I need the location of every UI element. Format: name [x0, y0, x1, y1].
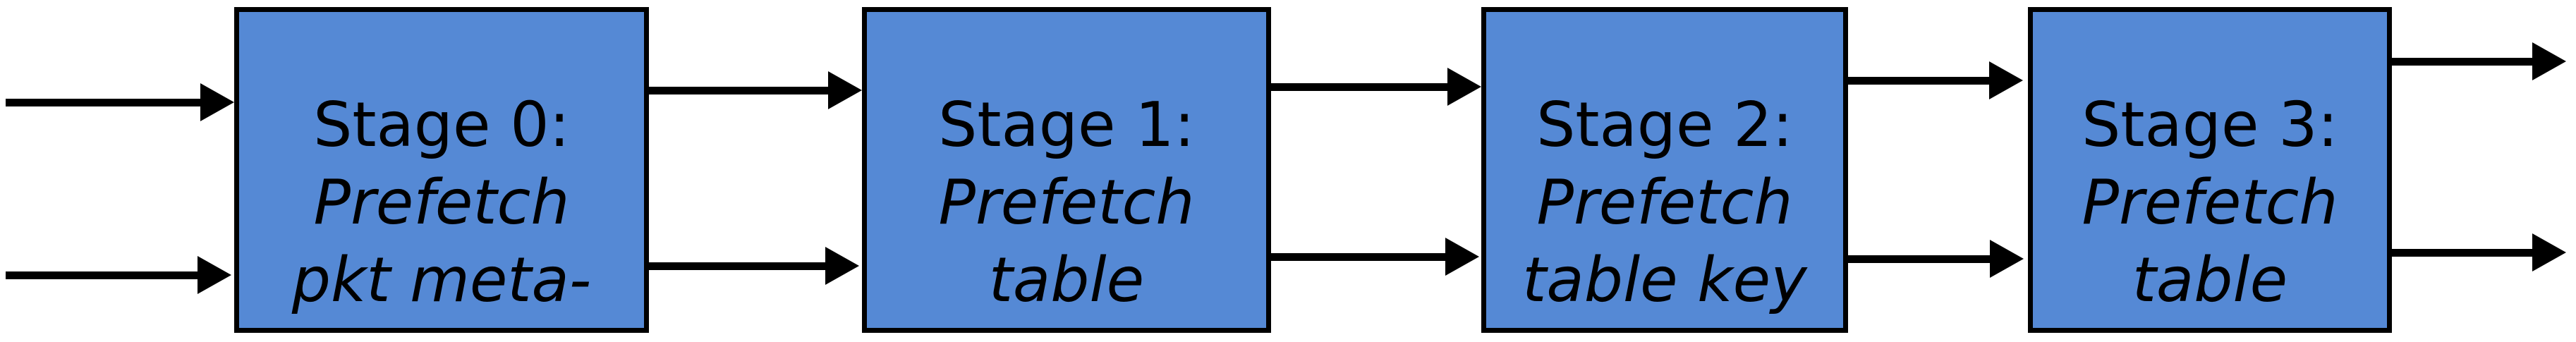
stage-0-subtitle-line1: Prefetch: [313, 166, 570, 238]
stage-2-subtitle-line2: table key: [1522, 244, 1807, 316]
arrow-shaft: [1847, 77, 1995, 85]
output-arrow-bottom-icon: [2391, 233, 2566, 271]
stage-1-subtitle-line2: table: [988, 244, 1145, 316]
stage-0-title: Stage 0:: [313, 89, 570, 161]
stage-3-subtitle-line1: Prefetch: [2082, 166, 2338, 238]
stage-0-label: Stage 0: Prefetch pkt meta-: [239, 12, 644, 319]
stage2-to-stage3-arrow-bottom-icon: [1847, 240, 2024, 278]
arrowhead-icon: [828, 71, 862, 109]
arrowhead-icon: [825, 247, 859, 285]
stage-3-title: Stage 3:: [2082, 89, 2338, 161]
stage-2-label: Stage 2: Prefetch table key: [1486, 12, 1843, 319]
arrow-shaft: [2391, 249, 2538, 257]
stage-1-box: Stage 1: Prefetch table: [862, 7, 1271, 333]
stage-2-subtitle-line1: Prefetch: [1536, 166, 1793, 238]
arrow-shaft: [1847, 255, 1995, 263]
stage0-to-stage1-arrow-bottom-icon: [646, 247, 859, 285]
arrow-shaft: [646, 87, 834, 94]
output-arrow-top-icon: [2391, 42, 2566, 80]
arrowhead-icon: [2532, 42, 2566, 80]
stage-2-box: Stage 2: Prefetch table key: [1481, 7, 1848, 333]
stage1-to-stage2-arrow-top-icon: [1269, 68, 1481, 106]
stage-0-box: Stage 0: Prefetch pkt meta-: [234, 7, 649, 333]
arrow-shaft: [2391, 58, 2538, 66]
stage-3-label: Stage 3: Prefetch table: [2033, 12, 2387, 319]
arrowhead-icon: [1445, 238, 1479, 276]
arrowhead-icon: [1447, 68, 1481, 106]
stage-0-subtitle-line2: pkt meta-: [291, 244, 592, 316]
arrow-shaft: [1269, 253, 1451, 261]
arrow-shaft: [646, 262, 831, 270]
stage-1-label: Stage 1: Prefetch table: [867, 12, 1266, 319]
stage-2-title: Stage 2:: [1536, 89, 1793, 161]
input-arrow-top-icon: [6, 83, 234, 121]
input-arrow-bottom-icon: [6, 256, 231, 294]
stage2-to-stage3-arrow-top-icon: [1847, 61, 2023, 99]
stage-1-title: Stage 1:: [938, 89, 1195, 161]
stage-3-box: Stage 3: Prefetch table: [2028, 7, 2392, 333]
arrowhead-icon: [198, 256, 231, 294]
arrowhead-icon: [1990, 240, 2024, 278]
arrowhead-icon: [2532, 233, 2566, 271]
stage-3-subtitle-line2: table: [2132, 244, 2288, 316]
arrow-shaft: [6, 99, 206, 106]
arrowhead-icon: [1989, 61, 2023, 99]
stage-1-subtitle-line1: Prefetch: [938, 166, 1195, 238]
stage0-to-stage1-arrow-top-icon: [646, 71, 862, 109]
arrowhead-icon: [200, 83, 234, 121]
arrow-shaft: [1269, 83, 1453, 91]
stage1-to-stage2-arrow-bottom-icon: [1269, 238, 1479, 276]
arrow-shaft: [6, 271, 203, 279]
